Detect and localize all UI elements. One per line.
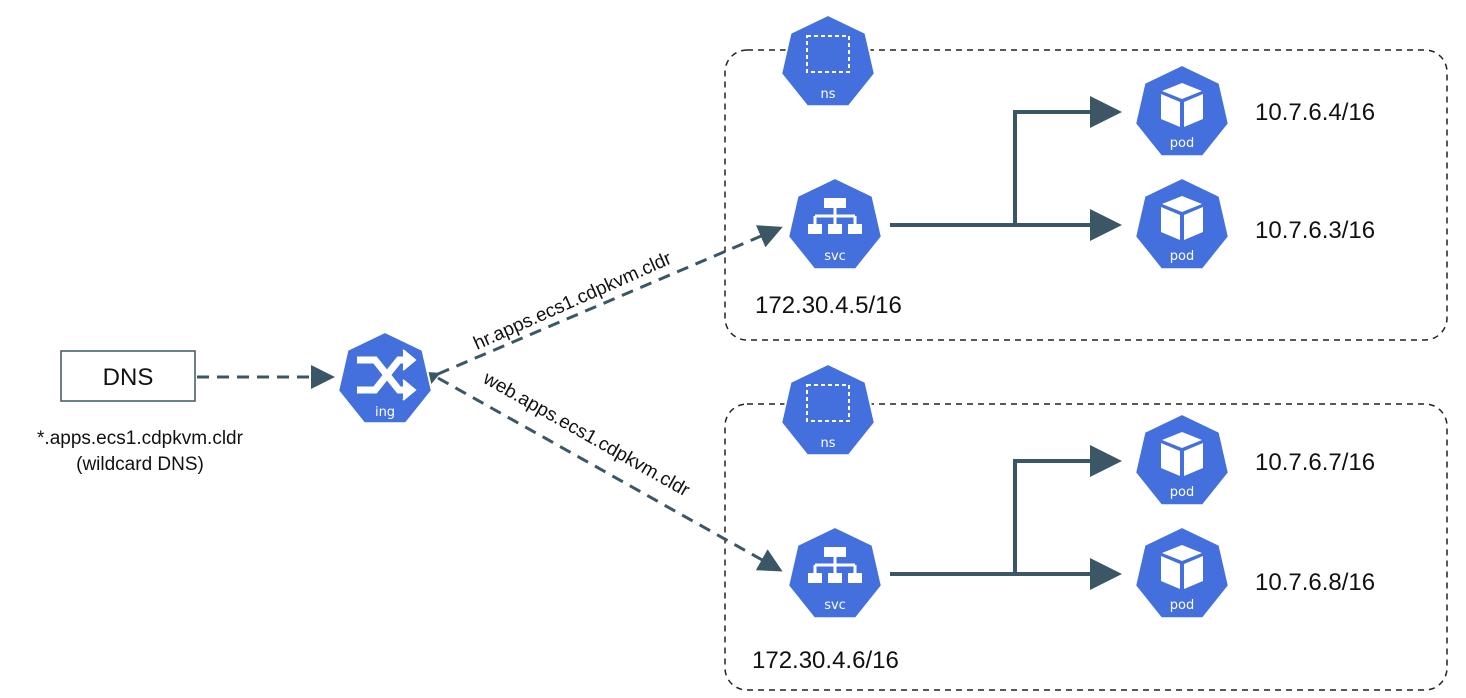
pod-ip-2: 10.7.6.3/16 [1255, 217, 1375, 244]
svc-label-1: svc [824, 249, 846, 264]
svc-ip-1: 172.30.4.5/16 [755, 292, 902, 319]
pod-node-2: pod [1134, 177, 1230, 271]
ns-label-2: ns [820, 436, 835, 451]
svc-to-pod-edges-2 [890, 445, 1122, 590]
namespace-icon [806, 35, 850, 73]
svc-node-1: svc [787, 177, 883, 271]
pod-node-3: pod [1134, 413, 1230, 507]
service-icon [808, 547, 862, 583]
pod-ip-3: 10.7.6.7/16 [1255, 449, 1375, 476]
pod-icon [1161, 196, 1203, 240]
svc-to-pod-edges-1 [890, 96, 1122, 241]
pod-icon [1161, 83, 1203, 127]
pod-ip-1: 10.7.6.4/16 [1255, 99, 1375, 126]
dns-caption-line2: (wildcard DNS) [76, 454, 204, 475]
ingress-node: ing [337, 331, 433, 425]
service-icon [808, 198, 862, 234]
svc-label-2: svc [824, 598, 846, 613]
pod-icon [1161, 432, 1203, 476]
dns-node: DNS *.apps.ecs1.cdpkvm.cldr (wildcard DN… [37, 350, 244, 475]
ingress-icon [357, 349, 417, 401]
dns-caption-line1: *.apps.ecs1.cdpkvm.cldr [37, 428, 244, 449]
route-label-web: web.apps.ecs1.cdpkvm.cldr [479, 368, 694, 502]
route-label-hr: hr.apps.ecs1.cdpkvm.cldr [470, 248, 675, 355]
pod-label-4: pod [1170, 598, 1194, 613]
namespace-icon [806, 384, 850, 422]
ns-node-2: ns [780, 363, 876, 457]
ns-label-1: ns [820, 87, 835, 102]
pod-node-1: pod [1134, 64, 1230, 158]
pod-ip-4: 10.7.6.8/16 [1255, 569, 1375, 596]
pod-label-2: pod [1170, 249, 1194, 264]
pod-icon [1161, 545, 1203, 589]
namespace-frame-1 [724, 49, 1448, 341]
svc-node-2: svc [787, 526, 883, 620]
pod-node-4: pod [1134, 526, 1230, 620]
svc-ip-2: 172.30.4.6/16 [752, 647, 899, 674]
pod-label-1: pod [1170, 136, 1194, 151]
ingress-label: ing [375, 405, 395, 420]
ns-node-1: ns [780, 14, 876, 108]
pod-label-3: pod [1170, 485, 1194, 500]
edge-ingress-to-svc-2 [437, 376, 783, 572]
dns-box [60, 350, 196, 402]
dns-label: DNS [103, 364, 154, 391]
edge-ingress-to-svc-1 [413, 225, 783, 394]
